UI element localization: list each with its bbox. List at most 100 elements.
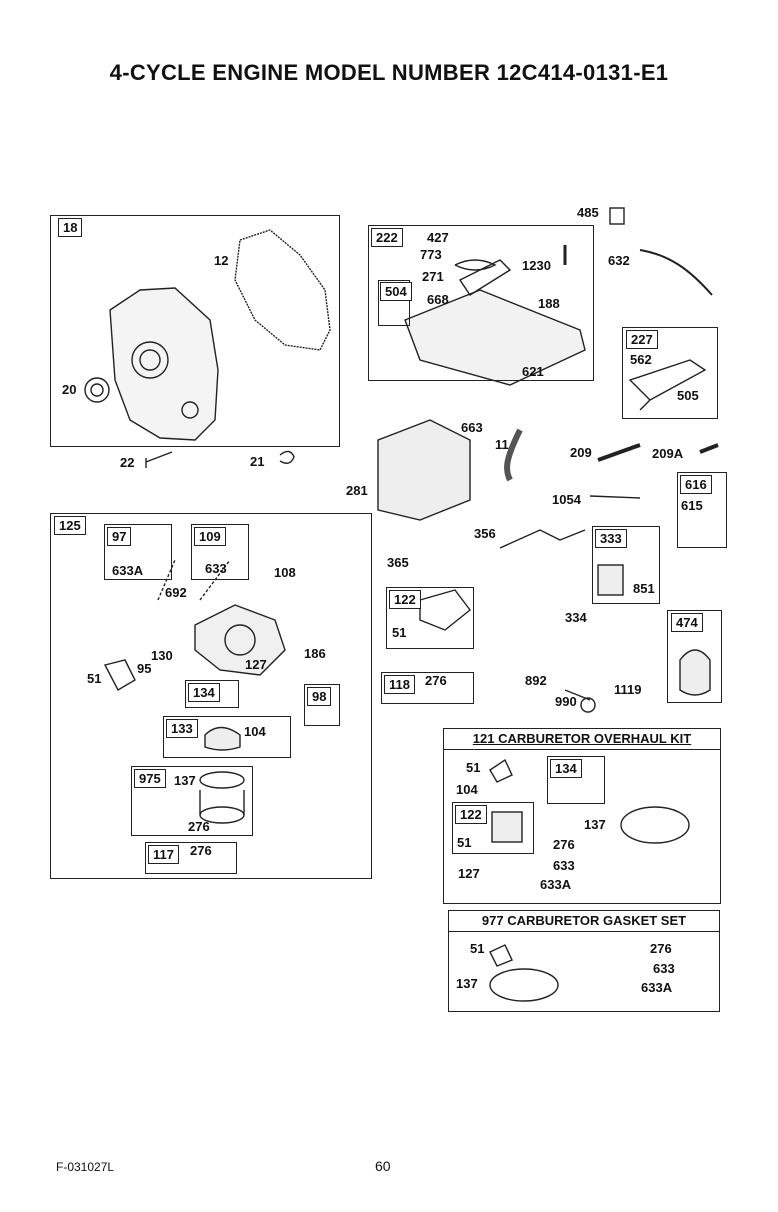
kit977-part-633a-label: 633A [641, 980, 673, 995]
part-975-276-label: 276 [188, 819, 210, 834]
part-108-label: 108 [274, 565, 296, 580]
kit-121-header: 121 CARBURETOR OVERHAUL KIT [444, 729, 720, 750]
part-365-label: 365 [387, 555, 409, 570]
part-95-label: 95 [137, 661, 152, 676]
group-504-tag: 504 [380, 282, 412, 301]
part-186-label: 186 [304, 646, 326, 661]
part-990-label: 990 [555, 694, 577, 709]
kit121-part-276-label: 276 [553, 837, 575, 852]
part-188-label: 188 [538, 296, 560, 311]
part-615-label: 615 [681, 498, 703, 513]
part-271-label: 271 [422, 269, 444, 284]
group-133-box [163, 716, 291, 758]
kit-977-box: 977 CARBURETOR GASKET SET [448, 910, 720, 1012]
part-668-label: 668 [427, 292, 449, 307]
part-633-label: 633 [205, 561, 227, 576]
part-1119-label: 1119 [614, 682, 642, 697]
group-98-tag: 98 [307, 687, 332, 706]
group-117-tag: 117 [148, 845, 179, 864]
part-334-label: 334 [565, 610, 587, 625]
part-209-label: 209 [570, 445, 592, 460]
group-474-box [667, 610, 722, 703]
group-125-tag: 125 [54, 516, 86, 535]
kit121-part-633a-label: 633A [540, 877, 572, 892]
part-692-label: 692 [165, 585, 187, 600]
group-18-box [50, 215, 340, 447]
group-117-box [145, 842, 237, 874]
part-562-label: 562 [630, 352, 652, 367]
page-title: 4-CYCLE ENGINE MODEL NUMBER 12C414-0131-… [109, 60, 669, 85]
part-773-label: 773 [420, 247, 442, 262]
part-632-label: 632 [608, 253, 630, 268]
kit977-part-51-label: 51 [470, 941, 485, 956]
part-11-label: 11 [495, 437, 509, 452]
document-code: F-031027L [56, 1160, 115, 1174]
kit-977-header: 977 CARBURETOR GASKET SET [449, 911, 719, 932]
part-633a-label: 633A [112, 563, 144, 578]
part-127-label: 127 [245, 657, 267, 672]
part-21-label: 21 [250, 454, 265, 469]
group-97-box [104, 524, 172, 580]
kit977-part-633-label: 633 [653, 961, 675, 976]
part-892-label: 892 [525, 673, 547, 688]
group-122-box [386, 587, 474, 649]
part-663-label: 663 [461, 420, 483, 435]
part-427-label: 427 [427, 230, 449, 245]
part-51-label: 51 [87, 671, 102, 686]
kit121-part-127-label: 127 [458, 866, 480, 881]
group-616-tag: 616 [680, 475, 712, 494]
kit121-part-633-label: 633 [553, 858, 575, 873]
kit977-part-137-label: 137 [456, 976, 478, 991]
group-975-box [131, 766, 253, 836]
page-number: 60 [375, 1158, 391, 1174]
group-118-box [381, 672, 474, 704]
kit121-group-122-51-label: 51 [457, 835, 472, 850]
part-505-label: 505 [677, 388, 699, 403]
part-12-label: 12 [214, 253, 229, 268]
group-109-tag: 109 [194, 527, 226, 546]
kit121-part-104-label: 104 [456, 782, 478, 797]
part-281-label: 281 [346, 483, 368, 498]
part-137-label: 137 [174, 773, 196, 788]
part-1230-label: 1230 [522, 258, 551, 273]
group-134-box [185, 680, 239, 708]
kit-121-box: 121 CARBURETOR OVERHAUL KIT [443, 728, 721, 904]
kit977-part-276-label: 276 [650, 941, 672, 956]
part-122-51-label: 51 [392, 625, 407, 640]
group-227-box [622, 327, 718, 419]
part-20-label: 20 [62, 382, 77, 397]
group-18-tag: 18 [58, 218, 83, 237]
group-134-tag: 134 [188, 683, 220, 702]
group-333-box [592, 526, 660, 604]
part-209a-label: 209A [652, 446, 684, 461]
kit121-group-122-box [452, 802, 534, 854]
group-222-box [368, 225, 594, 381]
part-22-label: 22 [120, 455, 135, 470]
kit121-group-134-box [547, 756, 605, 804]
part-621-label: 621 [522, 364, 544, 379]
group-222-tag: 222 [371, 228, 403, 247]
group-504-box [378, 280, 410, 326]
kit121-group-134-tag: 134 [550, 759, 582, 778]
part-851-label: 851 [633, 581, 655, 596]
part-104-label: 104 [244, 724, 266, 739]
part-356-label: 356 [474, 526, 496, 541]
part-117-276-label: 276 [190, 843, 212, 858]
group-133-tag: 133 [166, 719, 198, 738]
part-1054-label: 1054 [552, 492, 581, 507]
group-227-tag: 227 [626, 330, 658, 349]
group-97-tag: 97 [107, 527, 132, 546]
group-975-tag: 975 [134, 769, 166, 788]
kit121-group-122-tag: 122 [455, 805, 487, 824]
group-333-tag: 333 [595, 529, 627, 548]
part-485-label: 485 [577, 205, 599, 220]
group-122-tag: 122 [389, 590, 421, 609]
group-98-box [304, 684, 340, 726]
kit121-part-51-label: 51 [466, 760, 481, 775]
kit121-part-137-label: 137 [584, 817, 606, 832]
group-118-tag: 118 [384, 675, 415, 694]
group-474-tag: 474 [671, 613, 703, 632]
part-130-label: 130 [151, 648, 173, 663]
part-118-276-label: 276 [425, 673, 447, 688]
